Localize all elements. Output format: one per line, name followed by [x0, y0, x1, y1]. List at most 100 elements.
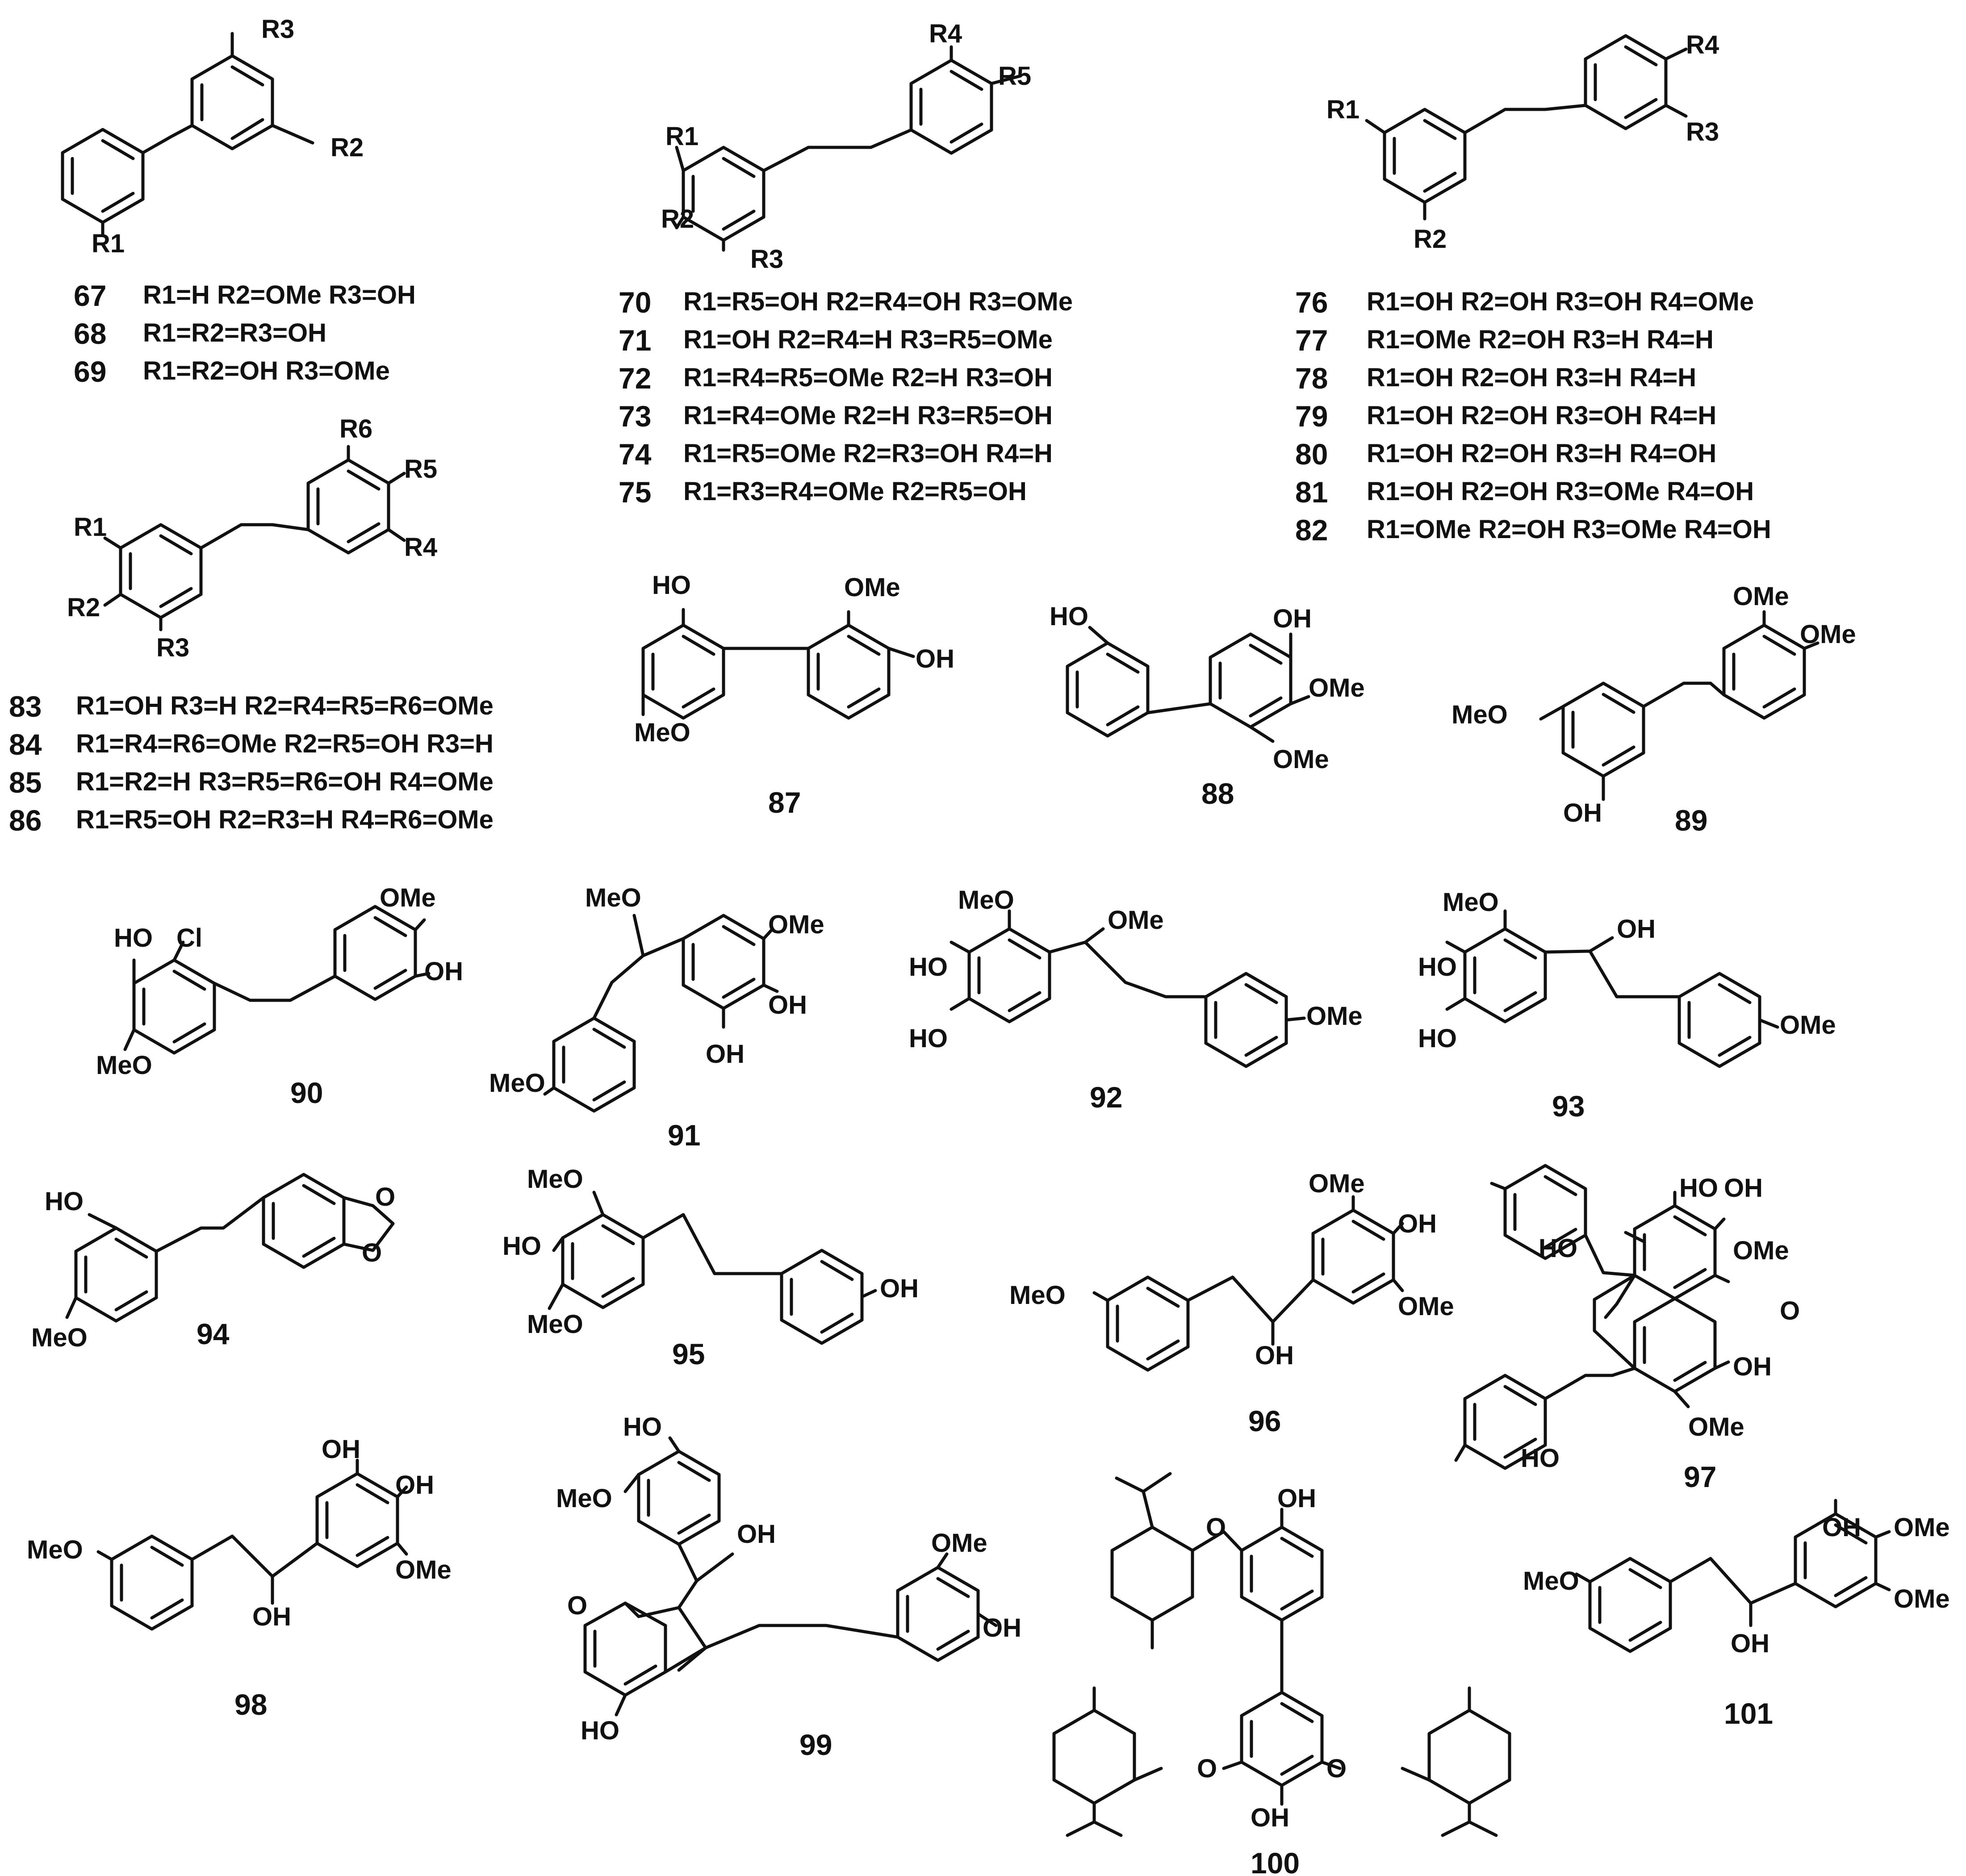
compound-number: 85	[9, 766, 42, 799]
compound-87: HO OMe OH MeO 87	[634, 571, 954, 819]
atom-label: OMe	[1733, 582, 1789, 611]
substituent-row: R1=OH R2=OH R3=OH R4=OMe	[1367, 287, 1754, 316]
compound-number: 94	[197, 1317, 230, 1350]
atom-label: OH	[768, 990, 807, 1019]
r-label: R4	[404, 533, 437, 562]
atom-label: OMe	[380, 883, 436, 912]
compound-number: 89	[1675, 804, 1707, 837]
atom-label: OH	[424, 957, 463, 986]
atom-label: HO	[502, 1232, 541, 1261]
atom-label: OMe	[931, 1529, 987, 1558]
compound-number: 79	[1295, 400, 1328, 433]
r-label: R1	[665, 122, 699, 151]
compound-number: 73	[619, 400, 651, 433]
r-label: R5	[404, 455, 437, 484]
substituent-row: R1=OMe R2=OH R3=H R4=H	[1367, 325, 1714, 354]
r-label: R2	[330, 133, 364, 162]
substituent-row: R1=OH R2=OH R3=H R4=OH	[1367, 439, 1716, 468]
compound-96: OMe OH MeO OMe OH 96	[1009, 1169, 1454, 1437]
compound-100: OH O O O OH 100	[1052, 1472, 1511, 1876]
substituent-row: R1=R4=R5=OMe R2=H R3=OH	[683, 363, 1053, 392]
r-label: R1	[92, 229, 125, 258]
compound-number: 92	[1090, 1081, 1122, 1114]
atom-label: HO	[623, 1412, 662, 1441]
atom-label: O	[362, 1238, 382, 1267]
atom-label: OMe	[1800, 620, 1856, 649]
r-label: R3	[261, 15, 294, 44]
substituent-row: R1=R2=H R3=R5=R6=OH R4=OMe	[76, 767, 494, 796]
atom-label: HO	[1418, 953, 1457, 982]
compound-number: 86	[9, 804, 42, 837]
compound-number: 75	[619, 476, 651, 509]
compound-number: 91	[668, 1119, 700, 1152]
atom-label: OH	[1724, 1174, 1763, 1203]
atom-label: OH	[1822, 1513, 1861, 1542]
atom-label: HO	[1050, 602, 1088, 631]
substituent-row: R1=H R2=OMe R3=OH	[143, 280, 416, 309]
atom-label: MeO	[1009, 1281, 1066, 1310]
compound-number: 69	[74, 355, 106, 388]
atom-label: OH	[322, 1435, 360, 1464]
atom-label: OMe	[1273, 745, 1329, 774]
substituent-row: R1=OH R2=R4=H R3=R5=OMe	[683, 325, 1053, 354]
atom-label: OMe	[1108, 906, 1164, 935]
atom-label: OH	[1617, 915, 1656, 944]
r-label: R5	[998, 62, 1031, 91]
atom-label: MeO	[489, 1069, 545, 1098]
compound-99: HO MeO OH OMe O OH HO 99	[556, 1412, 1021, 1761]
compound-94: HO O O MeO 94	[31, 1173, 395, 1352]
atom-label: HO	[1418, 1024, 1457, 1053]
atom-label: OMe	[395, 1555, 452, 1584]
compound-number: 97	[1684, 1460, 1716, 1493]
atom-label: OMe	[1309, 1169, 1365, 1198]
substituent-row: R1=R3=R4=OMe R2=R5=OH	[683, 477, 1027, 506]
compound-97: HO OH HO OMe O OH OMe HO 97	[1454, 1164, 1800, 1493]
substituent-row: R1=R2=R3=OH	[143, 318, 326, 347]
substituent-row: R1=R2=OH R3=OMe	[143, 356, 390, 385]
r-label: R6	[339, 414, 372, 443]
substituent-row: R1=R5=OH R2=R4=OH R3=OMe	[683, 287, 1073, 316]
compound-number: 96	[1248, 1404, 1281, 1437]
substituent-row: R1=OMe R2=OH R3=OMe R4=OH	[1367, 515, 1771, 544]
atom-label: O	[1780, 1296, 1800, 1325]
atom-label: OH	[737, 1520, 776, 1549]
atom-label: OMe	[1688, 1412, 1744, 1441]
atom-label: OMe	[1894, 1513, 1950, 1542]
atom-label: OH	[1733, 1352, 1772, 1381]
compound-number: 77	[1295, 324, 1328, 357]
compound-number: 76	[1295, 286, 1328, 319]
atom-label: OMe	[1306, 1002, 1363, 1031]
atom-label: OMe	[1398, 1292, 1454, 1321]
atom-label: OH	[1273, 604, 1312, 633]
compound-number: 67	[74, 279, 106, 312]
compound-number: 95	[672, 1337, 705, 1370]
r-label: R1	[1326, 95, 1359, 124]
scaffold-83-86: R6 R5 R1 R4 R2 R3 83 R1=OH R3=H R2=R4=R5…	[9, 414, 494, 837]
atom-label: OMe	[768, 910, 824, 939]
r-label: R2	[661, 205, 694, 234]
compound-number: 87	[768, 786, 801, 819]
atom-label: HO	[1539, 1234, 1577, 1263]
atom-label: MeO	[27, 1535, 83, 1564]
atom-label: MeO	[31, 1323, 88, 1352]
compound-92: MeO OMe HO OMe HO 92	[909, 886, 1363, 1114]
substituent-row: R1=OH R2=OH R3=OH R4=H	[1367, 401, 1716, 430]
compound-90: OMe HO Cl OH MeO 90	[96, 883, 463, 1109]
atom-label: O	[1206, 1513, 1226, 1542]
compound-number: 70	[619, 286, 651, 319]
atom-label: OH	[1251, 1803, 1289, 1832]
r-label: R1	[74, 513, 107, 542]
atom-label: O	[1197, 1754, 1217, 1783]
compound-number: 84	[9, 728, 42, 761]
atom-label: O	[567, 1591, 587, 1620]
atom-label: MeO	[96, 1051, 152, 1080]
compound-number: 88	[1201, 777, 1234, 810]
compound-number: 78	[1295, 362, 1328, 395]
substituent-row: R1=R4=OMe R2=H R3=R5=OH	[683, 401, 1053, 430]
atom-label: MeO	[1443, 888, 1499, 917]
compound-number: 82	[1295, 514, 1328, 547]
substituent-row: R1=OH R3=H R2=R4=R5=R6=OMe	[76, 691, 494, 720]
r-label: R4	[929, 19, 962, 48]
atom-label: OMe	[1780, 1011, 1836, 1040]
compound-number: 81	[1295, 476, 1328, 509]
